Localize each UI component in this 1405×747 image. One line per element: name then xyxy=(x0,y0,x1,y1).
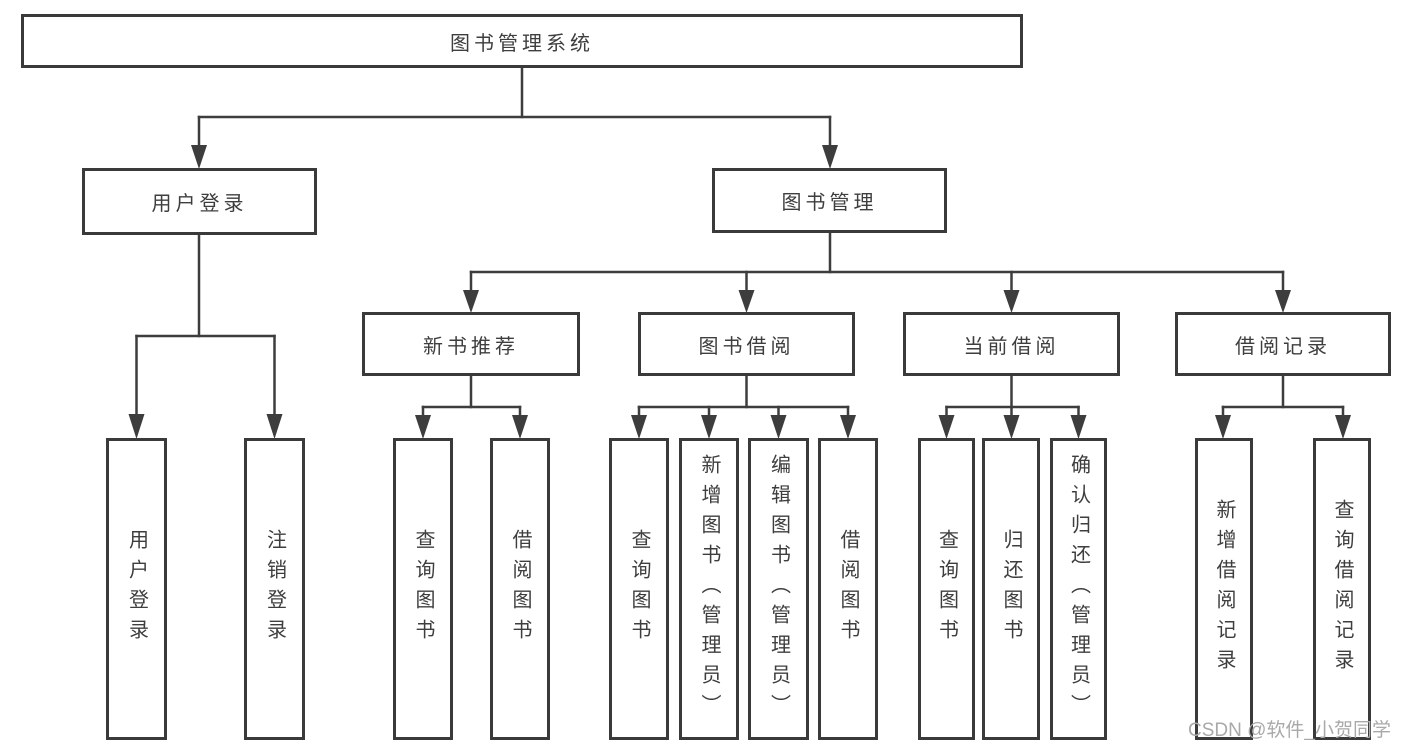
node-current-borrow: 当前借阅 xyxy=(903,312,1120,376)
leaf-borrow-query-books-label: 查询图书 xyxy=(628,529,650,649)
leaf-current-query-books-label: 查询图书 xyxy=(935,529,958,649)
leaf-current-query-books: 查询图书 xyxy=(918,438,975,740)
leaf-current-return-books: 归还图书 xyxy=(982,438,1040,740)
leaf-record-add-borrow-record-label: 新增借阅记录 xyxy=(1213,499,1235,679)
connector-borrow-records-to-leaves xyxy=(1215,373,1351,439)
leaf-borrow-edit-books-admin: 编辑图书（管理员） xyxy=(748,438,809,740)
leaf-recommend-borrow-books: 借阅图书 xyxy=(490,438,550,740)
connector-user-login-to-leaves xyxy=(128,232,283,439)
leaf-recommend-query-books: 查询图书 xyxy=(393,438,453,740)
leaf-record-query-borrow-record: 查询借阅记录 xyxy=(1313,438,1371,740)
node-new-book-recommend-label: 新书推荐 xyxy=(423,335,519,358)
leaf-logout: 注销登录 xyxy=(244,438,305,740)
node-book-borrow-label: 图书借阅 xyxy=(698,335,795,358)
leaf-borrow-add-books-admin: 新增图书（管理员） xyxy=(679,438,739,740)
leaf-current-confirm-return-admin-label: 确认归还（管理员） xyxy=(1067,454,1090,724)
leaf-borrow-borrow-books: 借阅图书 xyxy=(818,438,878,740)
connector-book-management-to-level3 xyxy=(463,231,1291,313)
leaf-borrow-edit-books-admin-label: 编辑图书（管理员） xyxy=(767,454,790,724)
node-borrow-records: 借阅记录 xyxy=(1175,312,1391,376)
leaf-user-login-label: 用户登录 xyxy=(125,529,148,649)
node-root-label: 图书管理系统 xyxy=(450,32,594,55)
watermark-text: CSDN @软件_小贺同学 xyxy=(1188,720,1391,741)
leaf-current-confirm-return-admin: 确认归还（管理员） xyxy=(1050,438,1107,740)
leaf-borrow-borrow-books-label: 借阅图书 xyxy=(837,529,859,649)
leaf-user-login: 用户登录 xyxy=(106,438,167,740)
connector-root-to-level2 xyxy=(191,65,838,169)
node-current-borrow-label: 当前借阅 xyxy=(963,335,1060,358)
leaf-record-add-borrow-record: 新增借阅记录 xyxy=(1195,438,1253,740)
leaf-recommend-borrow-books-label: 借阅图书 xyxy=(509,529,531,649)
leaf-borrow-query-books: 查询图书 xyxy=(609,438,669,740)
node-book-management-label: 图书管理 xyxy=(781,192,878,214)
leaf-current-return-books-label: 归还图书 xyxy=(1000,529,1022,649)
connector-book-borrow-to-leaves xyxy=(631,373,856,439)
node-root: 图书管理系统 xyxy=(21,14,1023,68)
node-book-management: 图书管理 xyxy=(712,168,947,233)
node-book-borrow: 图书借阅 xyxy=(638,312,855,376)
leaf-record-query-borrow-record-label: 查询借阅记录 xyxy=(1331,499,1353,679)
connector-current-borrow-to-leaves xyxy=(938,373,1087,439)
node-user-login: 用户登录 xyxy=(82,168,317,235)
node-user-login-label: 用户登录 xyxy=(151,193,248,215)
leaf-recommend-query-books-label: 查询图书 xyxy=(412,529,434,649)
leaf-borrow-add-books-admin-label: 新增图书（管理员） xyxy=(698,454,720,724)
connector-new-book-recommend-to-leaves xyxy=(415,373,528,439)
node-new-book-recommend: 新书推荐 xyxy=(362,312,580,376)
node-borrow-records-label: 借阅记录 xyxy=(1235,335,1331,358)
leaf-logout-label: 注销登录 xyxy=(263,529,286,649)
